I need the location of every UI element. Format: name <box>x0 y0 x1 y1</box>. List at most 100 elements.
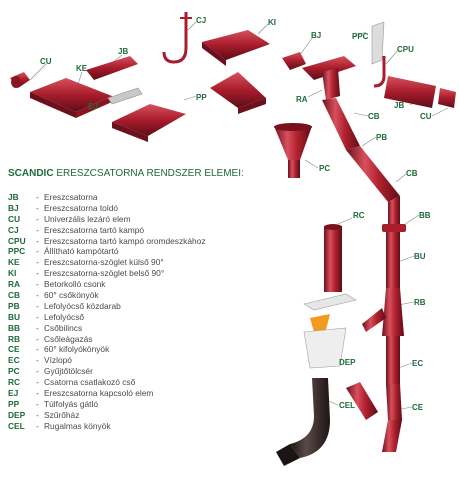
legend-code: PPC <box>8 246 26 257</box>
legend-desc: Vízlopó <box>44 355 72 366</box>
legend-item: CPU-Ereszcsatorna tartó kampó oromdeszká… <box>8 235 206 246</box>
legend-code: CPU <box>8 235 26 246</box>
connector-ej-illustration <box>107 87 143 105</box>
legend-desc: Rugalmas könyök <box>44 420 111 431</box>
legend-code: EC <box>8 355 20 366</box>
legend-code: KI <box>8 268 17 279</box>
gutter-jb-right-illustration <box>384 76 436 108</box>
legend-item: RA-Betorkolló csonk <box>8 279 106 290</box>
callout-ppc: PPC <box>352 32 369 41</box>
legend-code: CE <box>8 344 20 355</box>
fascia-hanger-cpu-illustration <box>373 56 386 88</box>
legend-code: EJ <box>8 388 19 399</box>
legend-item: CB-60° csőkönyök <box>8 290 99 301</box>
title-brand: SCANDIC <box>8 168 54 179</box>
legend-desc: Betorkolló csonk <box>44 279 106 290</box>
end-cap-left-illustration <box>10 72 30 88</box>
callout-jb-right: JB <box>394 101 405 110</box>
callout-cpu: CPU <box>397 45 414 54</box>
legend-desc: Ereszcsatorna-szöglet külső 90° <box>44 257 164 268</box>
callout-pp: PP <box>196 93 207 102</box>
flexible-elbow-illustration <box>276 378 330 466</box>
legend-item: KE-Ereszcsatorna-szöglet külső 90° <box>8 257 164 268</box>
legend-desc: Túlfolyás gátló <box>44 398 98 409</box>
legend-code: DEP <box>8 409 26 420</box>
callout-cel: CEL <box>339 401 355 410</box>
gutter-jb-left-illustration <box>86 56 138 80</box>
legend-desc: Ereszcsatorna-szöglet belső 90° <box>44 268 165 279</box>
callout-pb: PB <box>376 133 388 142</box>
legend-code: RA <box>8 279 21 290</box>
legend-code: CU <box>8 213 21 224</box>
callout-ke: KE <box>76 64 88 73</box>
legend-item: KI-Ereszcsatorna-szöglet belső 90° <box>8 268 165 279</box>
callout-cb-top: CB <box>368 112 380 121</box>
parts-legend: JB-Ereszcsatorna BJ-Ereszcsatorna toldó … <box>8 192 206 432</box>
callout-jb-top: JB <box>118 47 129 56</box>
callout-rb: RB <box>414 298 426 307</box>
legend-desc: Csőleágazás <box>44 333 93 344</box>
callout-ki: KI <box>268 18 276 27</box>
legend-item: CU-Univerzális lezáró elem <box>8 213 131 224</box>
legend-code: CJ <box>8 224 19 235</box>
legend-item: PB-Lefolyócső közdarab <box>8 300 121 311</box>
legend-desc: Csőbilincs <box>44 322 83 333</box>
callout-ra: RA <box>296 95 308 104</box>
legend-code: PC <box>8 366 20 377</box>
outer-corner-illustration <box>30 78 112 118</box>
legend-item: PPC-Állítható kampótartó <box>8 246 119 257</box>
callout-cu-left: CU <box>40 57 52 66</box>
inner-corner-illustration <box>202 30 270 66</box>
callout-bj: BJ <box>311 31 322 40</box>
legend-desc: Ereszcsatorna toldó <box>44 202 119 213</box>
legend-code: RC <box>8 377 21 388</box>
callout-rc: RC <box>353 211 365 220</box>
legend-code: CEL <box>8 420 25 431</box>
legend-code: CB <box>8 290 21 301</box>
legend-item: CE-60° kifolyókönyök <box>8 344 110 355</box>
legend-code: PB <box>8 300 20 311</box>
gutter-pp-illustration <box>112 104 186 142</box>
callout-bb: BB <box>419 211 431 220</box>
callout-cj: CJ <box>196 16 207 25</box>
legend-desc: Állítható kampótartó <box>44 246 119 257</box>
callout-ec: EC <box>412 359 424 368</box>
legend-desc: Ereszcsatorna tartó kampó oromdeszkához <box>44 235 206 246</box>
filter-housing-illustration <box>303 293 357 369</box>
legend-code: RB <box>8 333 21 344</box>
connector-pipe-illustration <box>324 224 342 292</box>
legend-item: DEP-Szűrőház <box>8 409 80 420</box>
legend-item: BU-Lefolyócső <box>8 311 85 322</box>
legend-desc: Lefolyócső közdarab <box>44 300 121 311</box>
legend-desc: 60° csőkönyök <box>44 290 99 301</box>
callout-bu: BU <box>414 252 426 261</box>
legend-code: BB <box>8 322 21 333</box>
legend-desc: Szűrőház <box>44 409 80 420</box>
joiner-bj-illustration <box>282 52 306 70</box>
legend-desc: Gyűjtőtölcsér <box>44 366 93 377</box>
legend-desc: Csatorna csatlakozó cső <box>44 377 136 388</box>
end-cap-right-illustration <box>438 88 456 108</box>
legend-item: EC-Vízlopó <box>8 355 72 366</box>
legend-item: CJ-Ereszcsatorna tartó kampó <box>8 224 145 235</box>
legend-item: JB-Ereszcsatorna <box>8 192 98 202</box>
legend-item: EJ-Ereszcsatorna kapcsoló elem <box>8 388 154 399</box>
legend-code: BU <box>8 311 21 322</box>
legend-desc: Lefolyócső <box>44 311 85 322</box>
callout-cu-right: CU <box>420 112 432 121</box>
callout-dep: DEP <box>339 358 356 367</box>
collector-funnel-illustration <box>274 123 312 178</box>
legend-desc: 60° kifolyókönyök <box>44 344 110 355</box>
callout-ej: EJ <box>88 102 98 111</box>
downpipe-assembly-illustration <box>322 98 406 452</box>
legend-code: PP <box>8 398 20 409</box>
legend-code: KE <box>8 257 20 268</box>
legend-item: BJ-Ereszcsatorna toldó <box>8 202 119 213</box>
hanger-cj-illustration <box>162 12 192 64</box>
legend-item: RB-Csőleágazás <box>8 333 93 344</box>
legend-title: SCANDIC ERESZCSATORNA RENDSZER ELEMEI: <box>8 168 244 179</box>
legend-code: BJ <box>8 202 19 213</box>
adjustable-bracket-ppc-illustration <box>371 21 385 65</box>
